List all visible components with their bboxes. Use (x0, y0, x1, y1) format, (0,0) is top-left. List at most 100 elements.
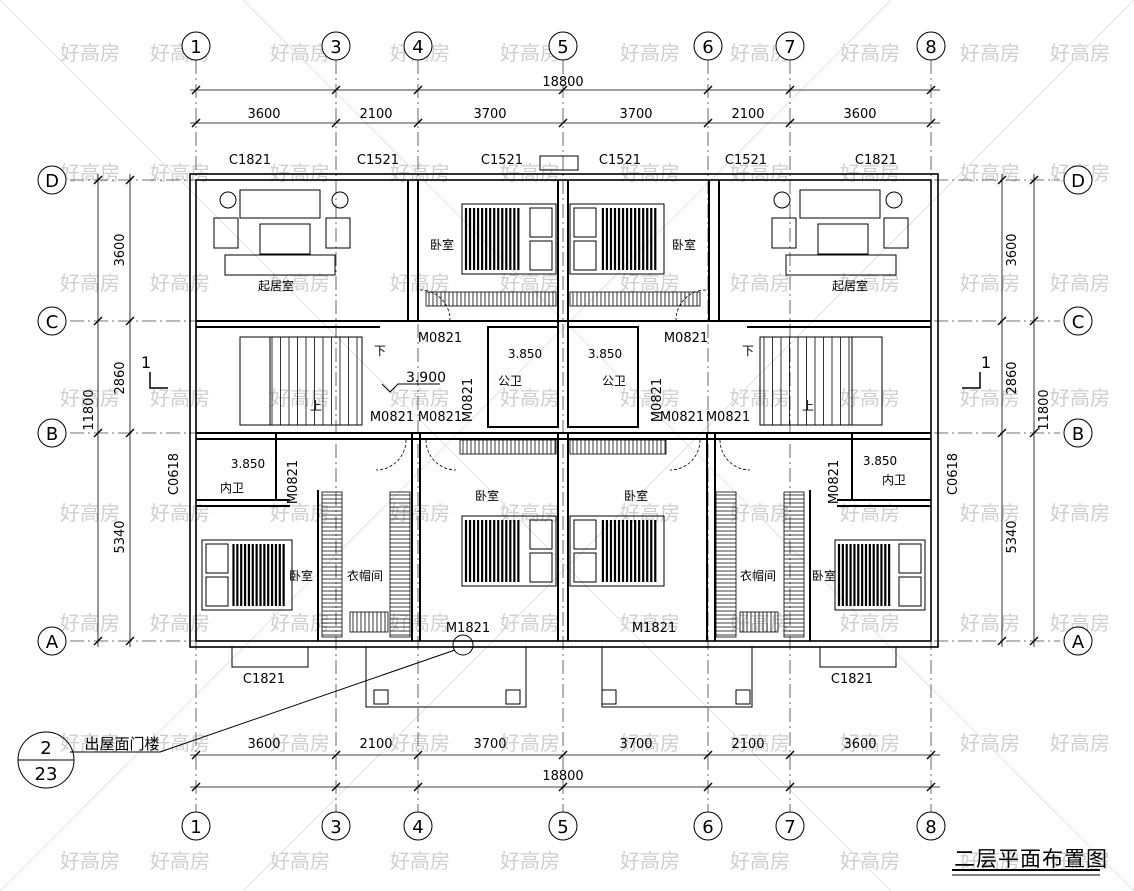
dim-top-2: 3700 (473, 107, 506, 122)
watermark-text: 好高房 (150, 501, 210, 525)
dim-bottom-3: 3700 (619, 737, 652, 752)
dim-tick (1029, 428, 1039, 438)
wardrobe-rack (715, 491, 737, 638)
watermark-text: 好高房 (60, 271, 120, 295)
axis-label-c-left: C (46, 312, 59, 333)
watermark-text: 好高房 (840, 386, 900, 410)
stair-right (759, 336, 883, 426)
watermark-text: 好高房 (60, 161, 120, 185)
watermark-text: 好高房 (1050, 501, 1110, 525)
level-inner-wc-left: 3.850 (231, 457, 265, 471)
bed (569, 203, 665, 275)
section-marks (149, 372, 981, 389)
dim-tick (413, 118, 423, 128)
axis-label-a-right: A (1072, 632, 1085, 653)
axis-label-1-bottom: 1 (190, 817, 201, 838)
window-tag-c1821-bottom-left: C1821 (243, 672, 285, 687)
window-tag-c1521-3: C1521 (599, 153, 641, 168)
stair-down-right: 下 (742, 344, 754, 358)
window-tag-c1821-bottom-right: C1821 (831, 672, 873, 687)
watermark-text: 好高房 (620, 271, 680, 295)
wardrobe-rack (459, 439, 557, 455)
door-tag-m0821-4: M0821 (418, 410, 462, 425)
wardrobe-rack (783, 491, 805, 638)
axis-label-7-bottom: 7 (784, 817, 795, 838)
door-tag-m0821-inner-left: M0821 (286, 460, 301, 504)
dim-top-1: 2100 (359, 107, 392, 122)
dim-tick (331, 118, 341, 128)
axis-label-1-top: 1 (190, 37, 201, 58)
watermark-text: 好高房 (150, 161, 210, 185)
dim-tick (785, 85, 795, 95)
watermark-text: 好高房 (840, 731, 900, 755)
dim-tick (191, 750, 201, 760)
dim-tick (331, 782, 341, 792)
dim-bottom-4: 2100 (731, 737, 764, 752)
dim-left-1: 2860 (113, 361, 128, 394)
dim-tick (703, 85, 713, 95)
room-label-living-right: 起居室 (832, 278, 868, 293)
wardrobe-rack (321, 491, 343, 638)
dim-tick (413, 85, 423, 95)
axis-label-d-left: D (45, 171, 59, 192)
axis-label-7-top: 7 (784, 37, 795, 58)
level-triangles (381, 383, 440, 393)
dim-left-0: 3600 (113, 233, 128, 266)
dimension-texts: 18800 3600 2100 3700 3700 2100 3600 3600… (82, 75, 1052, 784)
room-label-bedroom-2: 卧室 (672, 237, 696, 252)
door-tag-m0821-2: M0821 (664, 331, 708, 346)
living-furniture-left (213, 189, 351, 276)
bed (569, 515, 665, 587)
dim-tick (331, 750, 341, 760)
dim-total-top: 18800 (542, 75, 583, 90)
axis-label-4-top: 4 (412, 37, 423, 58)
watermark-text: 好高房 (150, 386, 210, 410)
stair-treads (271, 337, 850, 425)
window-tag-c1821-top-left: C1821 (229, 153, 271, 168)
watermark-text: 好高房 (1050, 731, 1110, 755)
axis-label-c-right: C (1072, 312, 1085, 333)
axis-label-5-top: 5 (557, 37, 568, 58)
watermark-text: 好高房 (60, 731, 120, 755)
watermark-text: 好高房 (390, 731, 450, 755)
watermark-text: 好高房 (270, 161, 330, 185)
detail-ref-label: 出屋面门楼 (84, 735, 159, 753)
stair-down-left: 下 (374, 344, 386, 358)
wardrobe-rack (569, 291, 701, 307)
door-tag-m0821-wc-right: M0821 (650, 378, 665, 422)
watermark-text: 好高房 (960, 731, 1020, 755)
watermark-text: 好高房 (60, 611, 120, 635)
dim-top-4: 2100 (731, 107, 764, 122)
door-tag-m0821-wc-left: M0821 (461, 378, 476, 422)
window-tag-c1521-2: C1521 (481, 153, 523, 168)
dim-right-1: 2860 (1005, 361, 1020, 394)
window-tag-c1521-1: C1521 (357, 153, 399, 168)
watermark-text: 好高房 (960, 271, 1020, 295)
dim-tick (93, 175, 103, 185)
watermark-text: 好高房 (270, 611, 330, 635)
dim-left-overall: 11800 (82, 389, 97, 430)
wardrobe-rack (569, 439, 667, 455)
room-label-public-wc-right: 公卫 (602, 374, 626, 388)
dim-tick (997, 316, 1007, 326)
bed (201, 539, 293, 611)
dim-tick (331, 85, 341, 95)
watermark-text: 好高房 (390, 849, 450, 873)
door-tag-m0821-3: M0821 (370, 410, 414, 425)
axis-label-8-top: 8 (925, 37, 936, 58)
room-label-wardrobe-right: 衣帽间 (740, 568, 776, 583)
room-labels: 起居室 起居室 卧室 卧室 卧室 卧室 卧室 卧室 衣帽间 衣帽间 公卫 公卫 … (220, 237, 906, 583)
window-tag-c1821-top-right: C1821 (855, 153, 897, 168)
dim-tick (997, 175, 1007, 185)
wardrobe-rack (739, 611, 779, 633)
wardrobe-rack (389, 491, 411, 638)
door-tag-m0821-1: M0821 (418, 331, 462, 346)
dim-tick (703, 750, 713, 760)
watermark-text: 好高房 (60, 501, 120, 525)
watermark-text: 好高房 (60, 41, 120, 65)
watermark-text: 好高房 (840, 41, 900, 65)
door-swings (375, 289, 751, 471)
room-label-living-left: 起居室 (258, 278, 294, 293)
dim-tick (125, 316, 135, 326)
